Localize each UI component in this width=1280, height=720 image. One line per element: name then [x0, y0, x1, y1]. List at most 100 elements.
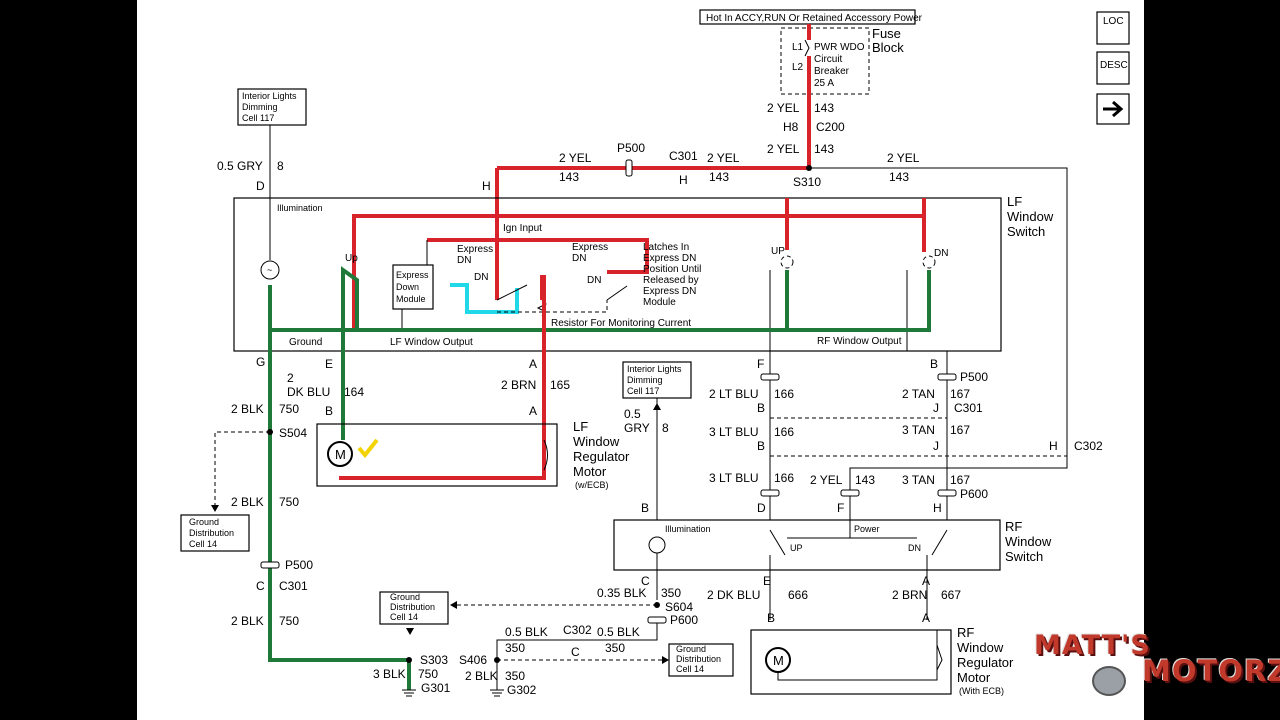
circuit-breaker-symbol [804, 39, 810, 57]
svg-text:165: 165 [550, 378, 570, 392]
svg-text:Illumination: Illumination [277, 203, 323, 213]
svg-text:G301: G301 [421, 681, 451, 695]
p500-top-connector [625, 159, 633, 177]
svg-text:G: G [256, 355, 265, 369]
svg-text:Down: Down [396, 282, 419, 292]
svg-text:P600: P600 [670, 613, 698, 627]
svg-text:D: D [757, 501, 766, 515]
svg-text:3 TAN: 3 TAN [902, 423, 935, 437]
svg-text:8: 8 [277, 159, 284, 173]
express-dn-red [427, 238, 649, 274]
label-pin-h: H [482, 179, 491, 193]
fuse-block-line2: Block [872, 40, 904, 55]
svg-text:Module: Module [643, 297, 676, 308]
green-ground-bus [268, 270, 931, 332]
svg-text:0.5: 0.5 [624, 407, 641, 421]
svg-text:Module: Module [396, 294, 426, 304]
svg-text:3 LT BLU: 3 LT BLU [709, 425, 759, 439]
cb-line3: Breaker [814, 66, 850, 77]
express-cyan-wire [450, 283, 519, 314]
svg-text:S604: S604 [665, 600, 693, 614]
lf-ground-wire [268, 330, 411, 690]
rf-illumination-lamp-icon [648, 536, 666, 554]
svg-text:(With ECB): (With ECB) [959, 686, 1004, 696]
svg-text:167: 167 [950, 473, 970, 487]
ground-distribution-box-right [668, 643, 734, 677]
cb-line4: 25 A [814, 78, 834, 89]
svg-text:666: 666 [788, 588, 808, 602]
svg-text:P500: P500 [960, 370, 988, 384]
svg-text:Cell 14: Cell 14 [189, 539, 217, 549]
svg-text:RF: RF [957, 625, 974, 640]
svg-text:350: 350 [661, 586, 681, 600]
ground-symbol-g301 [402, 689, 416, 697]
express-down-module-box [392, 264, 434, 310]
svg-text:G302: G302 [507, 683, 537, 697]
svg-text:Window: Window [573, 434, 620, 449]
svg-text:C301: C301 [279, 579, 308, 593]
fuse-block-line1: Fuse [872, 26, 901, 41]
rf-window-switch-box [613, 519, 1001, 571]
svg-text:Express DN: Express DN [643, 286, 696, 297]
svg-text:3 BLK: 3 BLK [373, 667, 406, 681]
svg-text:2: 2 [287, 371, 294, 385]
cb-l1: L1 [792, 42, 804, 53]
svg-text:750: 750 [418, 667, 438, 681]
logo-line1: MATT'S [1034, 630, 1151, 661]
svg-text:~: ~ [267, 265, 272, 275]
ground-distribution-box-left [180, 514, 250, 552]
label-h8: H8 [783, 120, 799, 134]
svg-text:M: M [335, 447, 346, 462]
svg-text:Distribution: Distribution [676, 654, 721, 664]
loc-label: LOC [1103, 16, 1124, 27]
diagram-sheet: LOC DESC Hot In ACCY,RUN Or Retained Acc… [137, 0, 1144, 720]
label-c301-h: H [679, 173, 688, 187]
lf-window-switch-box [233, 197, 1002, 352]
svg-text:Distribution: Distribution [390, 602, 435, 612]
svg-text:167: 167 [950, 387, 970, 401]
loc-button[interactable]: LOC [1096, 11, 1130, 45]
label-143-b: 143 [814, 142, 834, 156]
svg-text:LF: LF [1007, 194, 1022, 209]
top-black-bus [809, 167, 1068, 455]
svg-text:A: A [922, 574, 930, 588]
svg-text:2 YEL: 2 YEL [810, 473, 843, 487]
svg-text:DN: DN [587, 275, 601, 286]
svg-text:F: F [757, 357, 764, 371]
label-p500-top: P500 [617, 141, 645, 155]
svg-text:Cell 117: Cell 117 [627, 386, 659, 396]
svg-text:A: A [529, 357, 537, 371]
svg-text:Cell 117: Cell 117 [242, 113, 274, 123]
svg-text:2 DK BLU: 2 DK BLU [707, 588, 760, 602]
svg-text:0.35 BLK: 0.35 BLK [597, 586, 646, 600]
svg-text:Regulator: Regulator [957, 655, 1014, 670]
svg-text:Ground: Ground [390, 592, 420, 602]
svg-text:C: C [256, 579, 265, 593]
svg-text:S504: S504 [279, 426, 307, 440]
svg-text:Ground: Ground [289, 337, 322, 348]
svg-text:C301: C301 [954, 401, 983, 415]
svg-text:C302: C302 [563, 623, 592, 637]
svg-text:Window: Window [957, 640, 1004, 655]
svg-text:2 BLK: 2 BLK [465, 669, 498, 683]
next-button[interactable] [1096, 93, 1130, 125]
arrow-right-icon [1103, 100, 1124, 118]
label-c200: C200 [816, 120, 845, 134]
svg-text:0.5 BLK: 0.5 BLK [505, 625, 548, 639]
fuse-block-box [780, 27, 870, 95]
svg-text:D: D [256, 179, 265, 193]
label-143-c: 143 [559, 170, 579, 184]
desc-button[interactable]: DESC [1096, 51, 1130, 85]
svg-text:E: E [325, 357, 333, 371]
svg-text:Ground: Ground [676, 644, 706, 654]
svg-text:RF Window Output: RF Window Output [817, 336, 902, 347]
svg-text:B: B [757, 439, 765, 453]
lf-motor-box [316, 423, 558, 487]
svg-text:C302: C302 [1074, 439, 1103, 453]
svg-text:P500: P500 [285, 558, 313, 572]
svg-text:Interior Lights: Interior Lights [242, 91, 297, 101]
power-header: Hot In ACCY,RUN Or Retained Accessory Po… [706, 13, 923, 24]
svg-text:166: 166 [774, 471, 794, 485]
svg-text:P600: P600 [960, 487, 988, 501]
svg-text:8: 8 [662, 421, 669, 435]
